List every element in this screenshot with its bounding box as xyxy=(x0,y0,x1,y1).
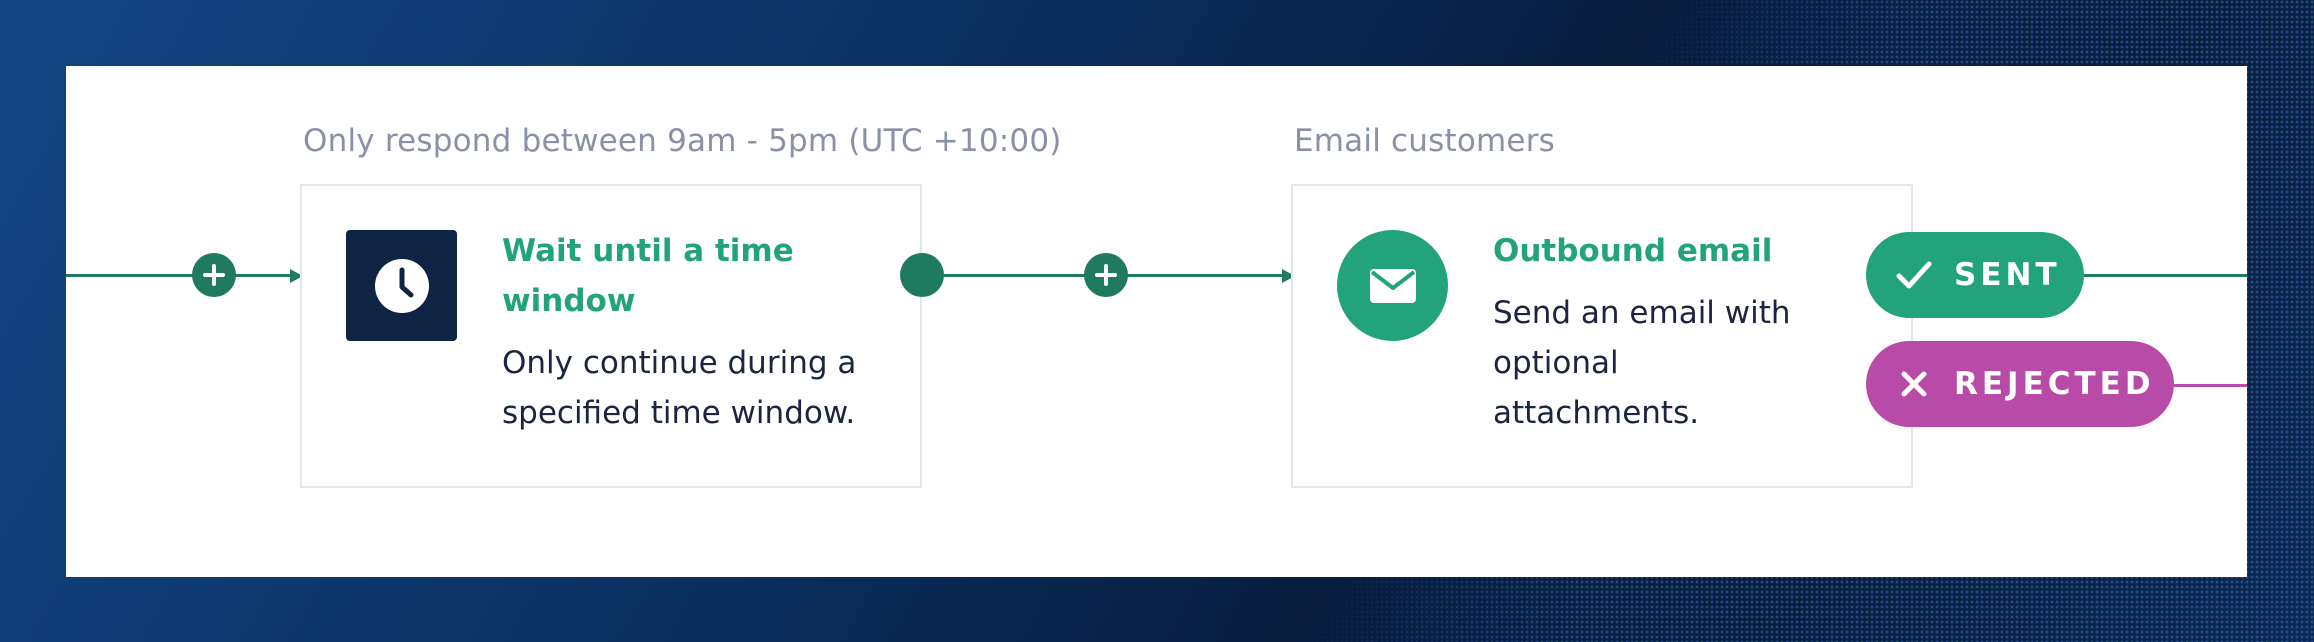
step-title-line-2: window xyxy=(502,283,636,319)
step-description: Only continue during a specified time wi… xyxy=(502,338,856,438)
step-description-line-2: optional xyxy=(1493,345,1619,381)
outcome-rejected-label: REJECTED xyxy=(1954,366,2155,402)
step-title: Outbound email xyxy=(1493,233,1773,269)
clock-icon-tile xyxy=(346,230,457,341)
connector-arrow-1 xyxy=(290,269,303,283)
step-title-line-1: Wait until a time xyxy=(502,233,794,269)
outcome-rejected-button[interactable]: REJECTED xyxy=(1866,341,2174,427)
checkmark-icon xyxy=(1894,255,1934,295)
step-description-line-1: Only continue during a xyxy=(502,345,857,381)
step-description: Send an email with optional attachments. xyxy=(1493,288,1791,438)
connector-incoming xyxy=(66,274,290,277)
outcome-sent-button[interactable]: SENT xyxy=(1866,232,2084,318)
workflow-canvas: Only respond between 9am - 5pm (UTC +10:… xyxy=(66,66,2247,577)
output-port-1[interactable] xyxy=(900,253,944,297)
step-title: Wait until a time window xyxy=(502,226,794,326)
close-icon xyxy=(1894,364,1934,404)
step-caption-email-customers: Email customers xyxy=(1294,123,1555,159)
step-description-line-3: attachments. xyxy=(1493,395,1700,431)
add-step-button-1[interactable] xyxy=(192,253,236,297)
clock-icon xyxy=(374,258,429,313)
envelope-icon xyxy=(1369,268,1416,303)
step-caption-time-window: Only respond between 9am - 5pm (UTC +10:… xyxy=(303,123,1062,159)
step-description-line-1: Send an email with xyxy=(1493,295,1791,331)
connector-rejected-out xyxy=(2172,384,2247,387)
step-card-outbound-email[interactable]: Outbound email Send an email with option… xyxy=(1291,184,1913,488)
add-step-button-2[interactable] xyxy=(1084,253,1128,297)
step-description-line-2: specified time window. xyxy=(502,395,856,431)
envelope-icon-tile xyxy=(1337,230,1448,341)
step-card-wait-until-time-window[interactable]: Wait until a time window Only continue d… xyxy=(300,184,922,488)
connector-sent-out xyxy=(2082,274,2247,277)
outcome-sent-label: SENT xyxy=(1954,257,2061,293)
